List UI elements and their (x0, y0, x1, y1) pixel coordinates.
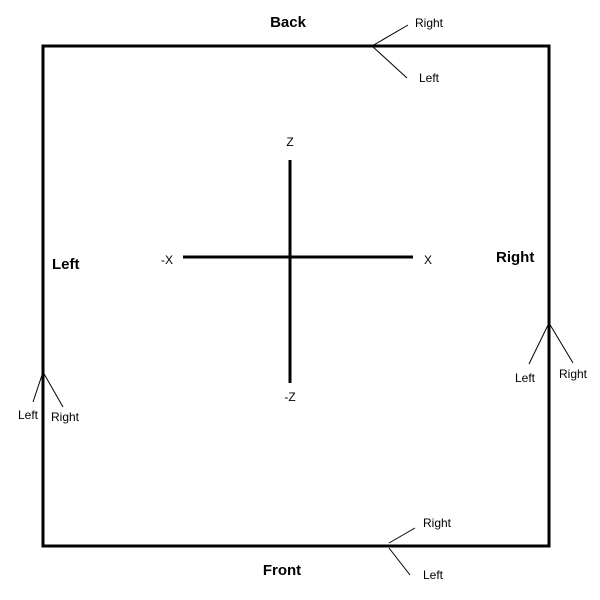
axis-label-z: Z (286, 135, 293, 149)
back-corner-left-label: Left (419, 71, 440, 85)
side-label-left: Left (52, 256, 80, 273)
side-label-right: Right (496, 249, 534, 266)
axis-label-x: X (424, 253, 432, 267)
left-corner-annotation: Left Right (18, 371, 80, 424)
front-pointer-left (388, 547, 411, 576)
left-corner-right-label: Right (51, 410, 80, 424)
back-pointer-right (371, 24, 409, 47)
front-pointer-right (388, 527, 416, 544)
right-pointer-left (528, 322, 550, 365)
axis-label-neg-z: -Z (284, 390, 295, 404)
axis-label-neg-x: -X (161, 253, 173, 267)
right-corner-left-label: Left (515, 371, 536, 385)
side-label-back: Back (270, 14, 307, 31)
back-corner-right-label: Right (415, 16, 444, 30)
left-corner-left-label: Left (18, 408, 39, 422)
side-label-front: Front (263, 562, 301, 579)
front-corner-left-label: Left (423, 568, 444, 582)
back-corner-annotation: Right Left (371, 16, 444, 85)
back-pointer-left (371, 45, 408, 79)
left-pointer-left (32, 371, 44, 403)
right-pointer-right (548, 322, 574, 364)
left-pointer-right (42, 371, 64, 408)
right-corner-annotation: Left Right (515, 322, 588, 385)
right-corner-right-label: Right (559, 367, 588, 381)
front-corner-annotation: Right Left (388, 516, 452, 582)
front-corner-right-label: Right (423, 516, 452, 530)
room-outline (41, 44, 551, 548)
